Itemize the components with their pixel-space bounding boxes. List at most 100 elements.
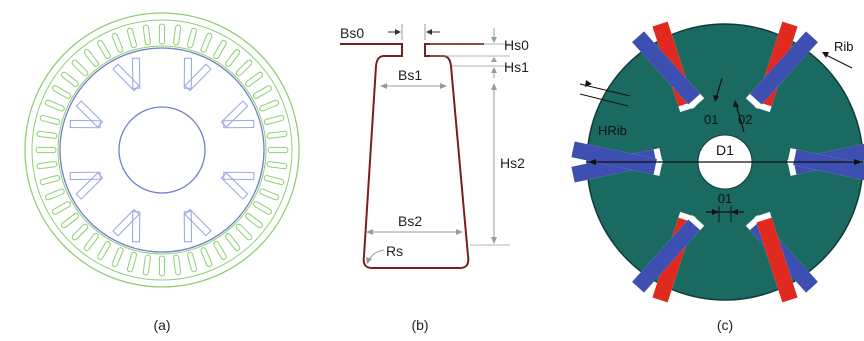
stator-slot (245, 213, 263, 229)
stator-slot (52, 201, 72, 215)
bs2-label: Bs2 (398, 213, 422, 229)
hrib-leader-2 (579, 93, 629, 107)
stator-slot (83, 49, 99, 67)
stator-slot (111, 32, 124, 53)
stator-slot (263, 114, 285, 125)
d1-arrowhead-left (588, 159, 596, 165)
rib-arrowhead (822, 52, 829, 58)
panel-a-caption: (a) (153, 317, 170, 333)
magnet-bar (745, 26, 822, 109)
magnet (793, 149, 864, 183)
stator-slot (142, 254, 151, 276)
panel-a-motor-cross-section: (a) (24, 12, 300, 333)
stator-slot (235, 223, 253, 241)
stator-slot (126, 251, 137, 273)
rotor-magnets (565, 15, 864, 309)
stator-slot (111, 247, 124, 268)
magnet-bar (787, 148, 864, 184)
magnet-bar (628, 26, 705, 109)
stator-slot (61, 71, 79, 87)
stator-slot (259, 99, 280, 112)
magnet-slot (184, 208, 212, 237)
magnet-bar (628, 215, 705, 298)
stator-slot (267, 146, 289, 154)
magnet (632, 31, 701, 105)
stator-slot (44, 188, 65, 201)
d1-arrowhead-right (854, 159, 862, 165)
o1-top-leader (715, 77, 723, 100)
stator-slot (252, 201, 272, 215)
o2-leader (735, 103, 745, 133)
stator-slot (213, 240, 227, 260)
magnet-pole-pair (565, 26, 705, 176)
hrib-leader-1 (579, 83, 631, 97)
stator-slot (71, 223, 89, 241)
magnet-slot (112, 63, 140, 92)
stator-slot (187, 27, 198, 49)
magnet-slot (183, 57, 193, 89)
stator-slot (142, 24, 151, 46)
slot-outline (340, 43, 484, 269)
d1-label: D1 (716, 142, 734, 158)
stator-slot (83, 233, 99, 251)
magnet-slot (183, 211, 193, 243)
magnet-pole-pair (112, 57, 141, 92)
hrib-arrowhead (585, 80, 592, 87)
magnet-slot (184, 63, 212, 92)
o1-top-label: 01 (704, 112, 718, 127)
stator-slot (97, 240, 111, 260)
panel-b-caption: (b) (411, 317, 428, 333)
stator-slot (97, 40, 111, 60)
stator-slot (266, 130, 288, 139)
stator-slot (158, 255, 166, 277)
panel-c-caption: (c) (717, 317, 733, 333)
magnet-bar (754, 211, 800, 309)
stator-slots (35, 23, 289, 277)
bs2-arrowhead-left (366, 229, 373, 235)
magnet-slot (112, 208, 140, 237)
stator-slot (39, 114, 61, 125)
magnet-slot (220, 172, 249, 200)
rs-label: Rs (386, 243, 403, 259)
magnet-slot (223, 119, 255, 129)
magnet-pole-pair (69, 100, 104, 129)
stator-yoke-ring (31, 19, 293, 281)
bs1-arrowhead-left (380, 83, 387, 89)
rib-label: Rib (834, 39, 854, 54)
hrib-label: HRib (598, 123, 627, 138)
stator-slot (61, 213, 79, 229)
hs0-arrowhead-bottom (491, 57, 497, 62)
stator-slot (235, 59, 253, 77)
magnet-slot (69, 119, 101, 129)
rotor-outer (59, 47, 265, 253)
magnet (756, 217, 798, 303)
stator-slot (263, 175, 285, 186)
o2-label: 02 (738, 112, 752, 127)
magnet-bar (565, 140, 663, 176)
bs1-arrowhead-right (440, 83, 447, 89)
stator-slot (266, 161, 288, 170)
stator-slot (252, 85, 272, 99)
hs1-label: Hs1 (504, 59, 529, 75)
o1-bottom-arrowhead-right (731, 209, 738, 215)
rs-arrowhead (366, 257, 372, 264)
magnet-pole-pair (69, 171, 104, 200)
magnet (749, 31, 818, 105)
magnet-slot (75, 100, 104, 128)
stator-slot (173, 254, 182, 276)
magnet-slot (223, 171, 255, 181)
bs0-arrowhead-left (395, 29, 401, 35)
o2-arrowhead (733, 100, 739, 107)
bs2-arrowhead-right (456, 229, 463, 235)
stator-slot (200, 32, 213, 53)
stator-slot (39, 175, 61, 186)
stator-slot (213, 40, 227, 60)
stator-slot (44, 99, 65, 112)
magnet-slot (75, 172, 104, 200)
stator-slot (158, 23, 166, 45)
o1-top-arrowhead (713, 95, 719, 102)
magnet-pole-pair (220, 100, 255, 129)
stator-slot (259, 188, 280, 201)
stator-slot (52, 85, 72, 99)
stator-outer-ring (24, 12, 300, 288)
